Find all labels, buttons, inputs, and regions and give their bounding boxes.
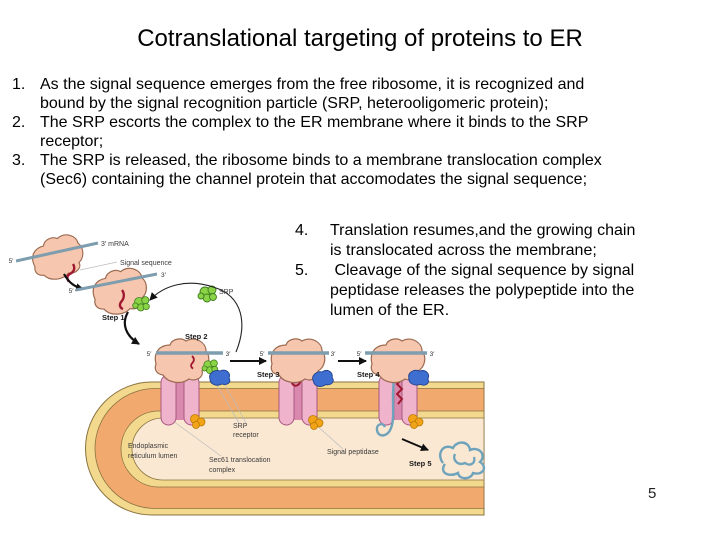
three-prime-label: 3′ bbox=[226, 351, 232, 358]
five-prime-label: 5′ bbox=[260, 351, 266, 358]
srp-receptor-step4 bbox=[407, 368, 431, 387]
ribosome-step4 bbox=[365, 338, 427, 384]
sec61-label: complex bbox=[209, 467, 236, 474]
free-ribosome-1 bbox=[15, 230, 99, 285]
step4-label: Step 4 bbox=[357, 370, 380, 379]
srp-receptor-label: receptor bbox=[233, 432, 259, 439]
ribosome-step2 bbox=[154, 338, 223, 384]
mrna-strand-1 bbox=[15, 241, 99, 263]
list-item-text: Cleavage of the signal sequence by signa… bbox=[330, 262, 635, 319]
er-targeting-diagram: 5′ 3′ mRNA Signal sequence 5′ 3′ SRP Ste… bbox=[9, 230, 486, 516]
three-prime-label: 3′ bbox=[331, 351, 337, 358]
list-item-number: 1. bbox=[12, 76, 26, 93]
srp-receptor-step2 bbox=[209, 369, 231, 386]
arrow-step5 bbox=[401, 438, 429, 451]
list-item-text: Translation resumes,and the growing chai… bbox=[330, 222, 636, 259]
list-item: 1. As the signal sequence emerges from t… bbox=[12, 75, 712, 113]
srp-cycle-arc bbox=[149, 282, 243, 353]
step3-label: Step 3 bbox=[257, 370, 280, 379]
list-item-number: 3. bbox=[12, 152, 26, 169]
five-prime-label: 5′ bbox=[9, 258, 15, 265]
step5-label: Step 5 bbox=[409, 459, 432, 468]
list-item-number: 2. bbox=[12, 114, 26, 131]
step1-label: Step 1 bbox=[102, 313, 125, 322]
er-lumen bbox=[131, 417, 485, 481]
sec61-channel-step2 bbox=[160, 374, 200, 426]
step2-label: Step 2 bbox=[185, 332, 208, 341]
five-prime-label: 5′ bbox=[357, 351, 363, 358]
three-prime-label: 3′ bbox=[430, 351, 436, 358]
mrna-label: 3′ mRNA bbox=[101, 241, 129, 248]
arrow-to-step2 bbox=[123, 311, 140, 345]
numbered-list-right: 4. Translation resumes,and the growing c… bbox=[295, 221, 695, 321]
signal-peptidase-label: Signal peptidase bbox=[327, 449, 379, 456]
srp-receptor-label: SRP bbox=[233, 423, 248, 430]
numbered-list-top: 1. As the signal sequence emerges from t… bbox=[12, 75, 712, 189]
srp-particle bbox=[197, 285, 217, 303]
five-prime-label: 5′ bbox=[147, 351, 153, 358]
list-item: 3. The SRP is released, the ribosome bin… bbox=[12, 151, 712, 189]
list-item-text: As the signal sequence emerges from the … bbox=[40, 76, 585, 112]
signal-sequence-step1 bbox=[118, 289, 125, 311]
list-item-number: 4. bbox=[295, 222, 309, 239]
three-prime-label: 3′ bbox=[161, 272, 167, 279]
page-number: 5 bbox=[648, 485, 657, 502]
signal-sequence-label: Signal sequence bbox=[120, 260, 172, 267]
ribosome-step3 bbox=[268, 338, 329, 384]
free-ribosome-step1 bbox=[75, 264, 158, 319]
sec61-label: Sec61 translocation bbox=[209, 457, 271, 464]
released-polypeptide-coil bbox=[439, 441, 486, 480]
list-item-number: 5. bbox=[295, 262, 309, 279]
srp-label: SRP bbox=[219, 289, 234, 296]
er-lumen-label: Endoplasmic bbox=[128, 443, 169, 450]
list-item: 2. The SRP escorts the complex to the ER… bbox=[12, 113, 712, 151]
five-prime-label: 5′ bbox=[69, 288, 75, 295]
list-item-text: The SRP escorts the complex to the ER me… bbox=[40, 114, 589, 150]
page-title: Cotranslational targeting of proteins to… bbox=[137, 25, 583, 52]
mrna-strand-2 bbox=[75, 272, 158, 292]
list-item: 4. Translation resumes,and the growing c… bbox=[295, 221, 695, 261]
er-lumen-label: reticulum lumen bbox=[128, 453, 178, 460]
list-item: 5. Cleavage of the signal sequence by si… bbox=[295, 261, 695, 321]
list-item-text: The SRP is released, the ribosome binds … bbox=[40, 152, 602, 188]
